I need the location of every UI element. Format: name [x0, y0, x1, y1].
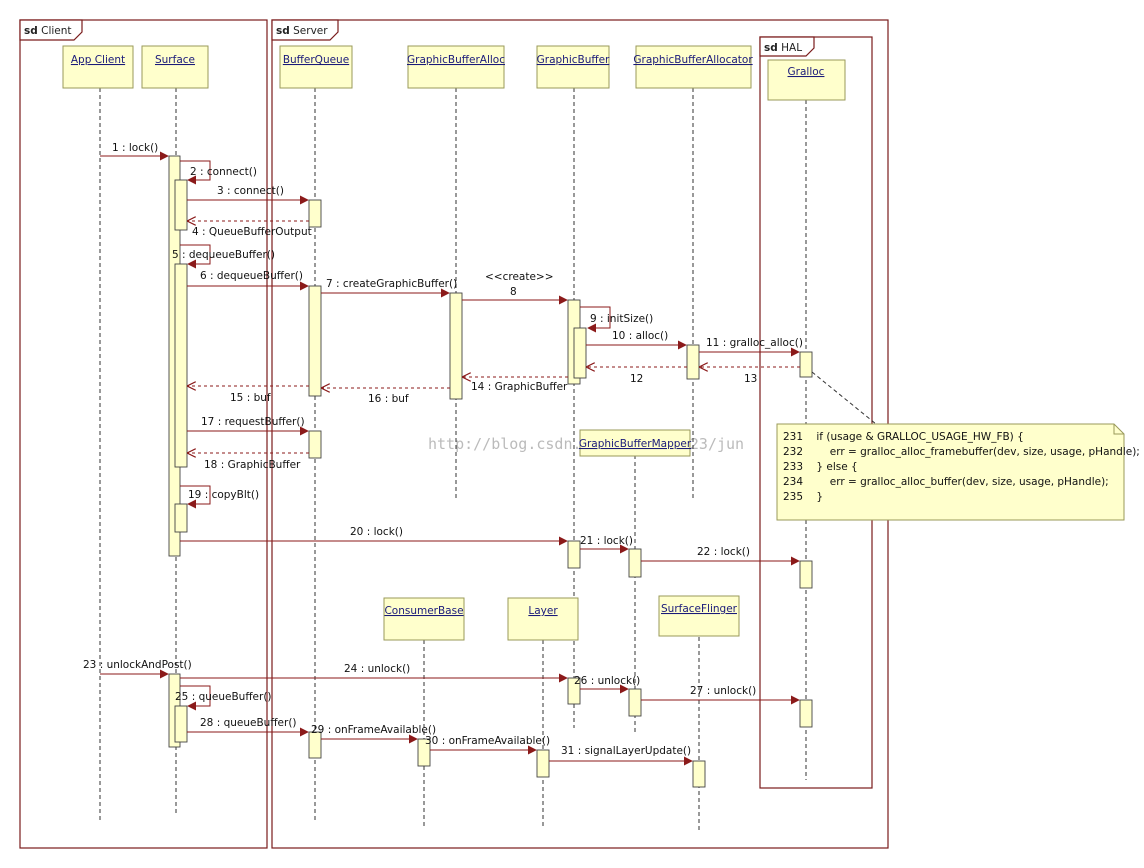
frame-client: sd Client	[19, 19, 268, 849]
note-line-231: 231 if (usage & GRALLOC_USAGE_HW_FB) {	[783, 431, 1024, 443]
msg-3-label: 3 : connect()	[217, 185, 284, 197]
msg-17-label: 17 : requestBuffer()	[201, 416, 305, 428]
participant-graphicbufferalloc-label: GraphicBufferAlloc	[407, 54, 505, 66]
participant-graphicbufferallocator-label: GraphicBufferAllocator	[633, 54, 753, 66]
msg-30-label: 30 : onFrameAvailable()	[425, 735, 550, 747]
participant-surface-label: Surface	[155, 54, 195, 66]
frame-hal-keyword: sd	[764, 42, 778, 54]
msg-15-label: 15 : buf	[230, 392, 271, 404]
msg-20-label: 20 : lock()	[350, 526, 403, 538]
participant-bufferqueue: BufferQueue	[279, 45, 353, 89]
msg-24-label: 24 : unlock()	[344, 663, 410, 675]
participant-app-client: App Client	[62, 45, 134, 89]
msg-31-label: 31 : signalLayerUpdate()	[561, 745, 691, 757]
msg-1-label: 1 : lock()	[112, 142, 158, 154]
msg-5-label: 5 : dequeueBuffer()	[172, 249, 275, 261]
participant-graphicbuffermapper-label: GraphicBufferMapper	[579, 438, 692, 450]
msg-12-label: 12	[630, 373, 643, 385]
participant-layer-label: Layer	[528, 605, 558, 617]
participant-consumerbase: ConsumerBase	[383, 597, 465, 641]
activations	[168, 155, 813, 788]
msg-16-label: 16 : buf	[368, 393, 409, 405]
msg-28-label: 28 : queueBuffer()	[200, 717, 297, 729]
participant-graphicbufferallocator: GraphicBufferAllocator	[633, 45, 753, 89]
participant-graphicbuffermapper: GraphicBufferMapper	[579, 429, 692, 457]
msg-18-label: 18 : GraphicBuffer	[204, 459, 301, 471]
msg-27-label: 27 : unlock()	[690, 685, 756, 697]
participant-app-client-label: App Client	[71, 54, 125, 66]
participant-graphicbufferalloc: GraphicBufferAlloc	[407, 45, 505, 89]
msg-9-arrow	[580, 306, 611, 333]
svg-text:sd HAL: sd HAL	[764, 42, 802, 54]
msg-4-label: 4 : QueueBufferOutput	[192, 226, 312, 238]
msg-19-arrow	[180, 485, 211, 509]
msg-14-label: 14 : GraphicBuffer	[471, 381, 568, 393]
code-note: 231 if (usage & GRALLOC_USAGE_HW_FB) { 2…	[776, 371, 1140, 521]
note-line-233: 233 } else {	[783, 461, 858, 473]
frame-hal-label: HAL	[781, 42, 802, 54]
msg-29-label: 29 : onFrameAvailable()	[311, 724, 436, 736]
participant-gralloc: Gralloc	[767, 59, 846, 101]
msg-6-label: 6 : dequeueBuffer()	[200, 270, 303, 282]
svg-text:sd Server: sd Server	[276, 25, 328, 37]
participant-layer: Layer	[507, 597, 579, 641]
note-line-235: 235 }	[783, 491, 823, 503]
participant-consumerbase-label: ConsumerBase	[384, 605, 463, 617]
participant-surfaceflinger-label: SurfaceFlinger	[661, 603, 738, 615]
participant-graphicbuffer-label: GraphicBuffer	[537, 54, 610, 66]
msg-19-label: 19 : copyBlt()	[188, 489, 259, 501]
msg-11-label: 11 : gralloc_alloc()	[706, 337, 803, 349]
frame-hal: sd HAL	[759, 36, 873, 789]
note-line-234: 234 err = gralloc_alloc_buffer(dev, size…	[783, 476, 1109, 488]
msg-5-arrow	[180, 244, 211, 269]
participant-surfaceflinger: SurfaceFlinger	[658, 595, 740, 637]
participant-surface: Surface	[141, 45, 209, 89]
participant-gralloc-label: Gralloc	[788, 66, 825, 78]
msg-25-label: 25 : queueBuffer()	[175, 691, 272, 703]
msg-9-label: 9 : initSize()	[590, 313, 653, 325]
frame-client-label: Client	[41, 25, 71, 37]
msg-21-label: 21 : lock()	[580, 535, 633, 547]
frame-server-label: Server	[293, 25, 328, 37]
participant-bufferqueue-label: BufferQueue	[283, 54, 349, 66]
msg-22-label: 22 : lock()	[697, 546, 750, 558]
msg-23-label: 23 : unlockAndPost()	[83, 659, 192, 671]
frame-client-keyword: sd	[24, 25, 38, 37]
messages: 1 : lock() 2 : connect() 3 : connect() 4…	[83, 142, 803, 766]
msg-2-label: 2 : connect()	[190, 166, 257, 178]
msg-7-label: 7 : createGraphicBuffer()	[326, 278, 457, 290]
svg-text:sd Client: sd Client	[24, 25, 72, 37]
msg-13-label: 13	[744, 373, 757, 385]
note-line-232: 232 err = gralloc_alloc_framebuffer(dev,…	[783, 446, 1140, 458]
msg-10-label: 10 : alloc()	[612, 330, 668, 342]
msg-26-label: 26 : unlock()	[574, 675, 640, 687]
msg-2-arrow	[180, 160, 211, 185]
msg-8-label: 8	[510, 286, 517, 298]
participant-graphicbuffer: GraphicBuffer	[536, 45, 610, 89]
msg-25-arrow	[180, 685, 211, 711]
frame-server-keyword: sd	[276, 25, 290, 37]
msg-8-stereotype: <<create>>	[485, 271, 554, 283]
